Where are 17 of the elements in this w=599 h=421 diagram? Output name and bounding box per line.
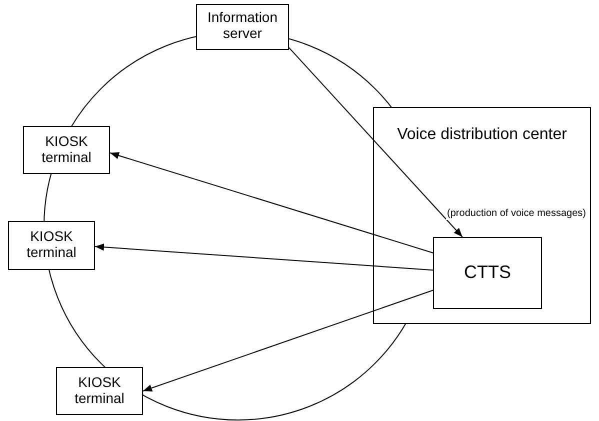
center-panel <box>373 107 591 324</box>
arrow <box>288 47 463 238</box>
node-label: Information server <box>206 9 279 42</box>
node-label: KIOSK terminal <box>40 133 92 166</box>
panel-title: Voice distribution center <box>396 126 568 144</box>
node-label: KIOSK terminal <box>74 374 126 406</box>
arrow <box>110 152 434 254</box>
node-label: KIOSK terminal <box>26 228 78 260</box>
panel-note: (production of voice messages) <box>446 208 587 220</box>
node-label: CTTS <box>463 262 512 283</box>
arrow <box>142 290 434 392</box>
terminal-box <box>56 367 143 415</box>
arrow <box>94 244 434 271</box>
terminal-box <box>23 126 110 174</box>
terminal-box <box>8 221 95 270</box>
ctts-box <box>433 237 542 309</box>
server-box <box>196 4 289 50</box>
